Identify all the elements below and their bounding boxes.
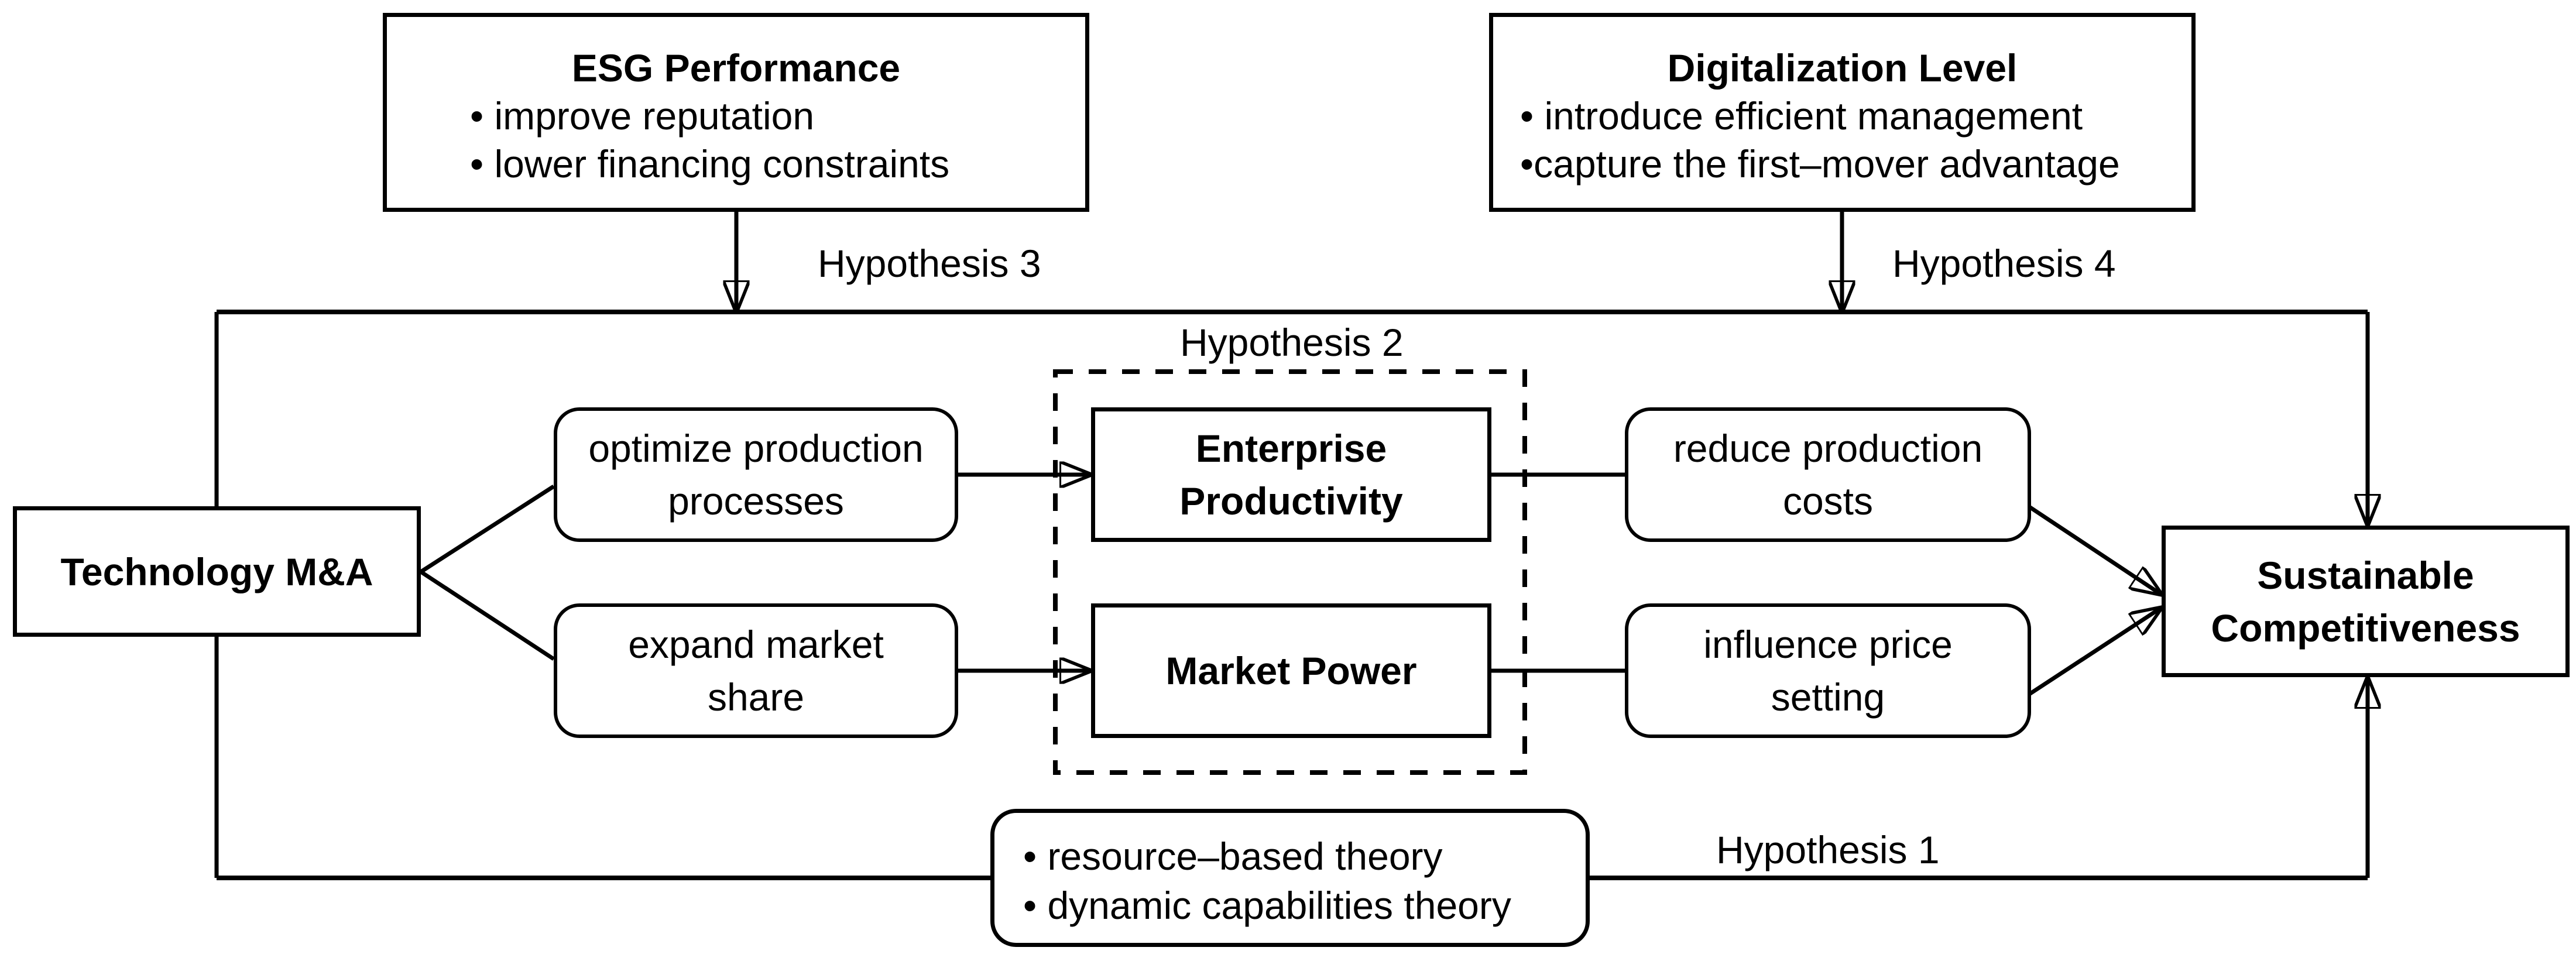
arrow-influence-to-sc bbox=[2025, 608, 2162, 698]
sustainable-competitiveness-line1: Sustainable bbox=[2257, 553, 2474, 597]
esg-performance-title: ESG Performance bbox=[571, 46, 901, 90]
reduce-costs-box: reduce production costs bbox=[1625, 407, 2031, 542]
digitalization-level-box: Digitalization Level • introduce efficie… bbox=[1489, 13, 2196, 212]
reduce-costs-line2: costs bbox=[1782, 479, 1874, 523]
digitalization-bullet-item: • introduce efficient management bbox=[1520, 94, 2083, 138]
expand-market-line2: share bbox=[707, 675, 805, 719]
hypothesis2-dashed-box bbox=[1053, 369, 1527, 775]
expand-market-box: expand market share bbox=[554, 603, 958, 738]
influence-price-line1: influence price bbox=[1703, 623, 1953, 666]
enterprise-productivity-line2: Productivity bbox=[1179, 479, 1403, 523]
technology-ma-label: Technology M&A bbox=[60, 550, 373, 593]
hypothesis3-label: Hypothesis 3 bbox=[818, 242, 1041, 285]
esg-bullet-item: • improve reputation bbox=[470, 94, 815, 138]
market-power-box: Market Power bbox=[1091, 603, 1491, 738]
hypothesis1-label: Hypothesis 1 bbox=[1716, 828, 1940, 871]
market-power-label: Market Power bbox=[1165, 649, 1417, 692]
sustainable-competitiveness-line2: Competitiveness bbox=[2211, 606, 2520, 650]
optimize-production-box: optimize production processes bbox=[554, 407, 958, 542]
hypothesis4-label: Hypothesis 4 bbox=[1892, 242, 2116, 285]
enterprise-productivity-line1: Enterprise bbox=[1195, 427, 1387, 470]
digitalization-bullet-item: •capture the first–mover advantage bbox=[1520, 142, 2120, 186]
line-tech-to-expand bbox=[420, 570, 555, 661]
digitalization-level-title: Digitalization Level bbox=[1667, 46, 2018, 90]
esg-performance-box: ESG Performance • improve reputation • l… bbox=[383, 13, 1089, 212]
enterprise-productivity-box: Enterprise Productivity bbox=[1091, 407, 1491, 542]
esg-bullet-item: • lower financing constraints bbox=[470, 142, 950, 186]
sustainable-competitiveness-box: Sustainable Competitiveness bbox=[2162, 526, 2570, 677]
theories-box: • resource–based theory • dynamic capabi… bbox=[990, 809, 1590, 947]
line-tech-to-optimize bbox=[420, 485, 555, 574]
optimize-production-line2: processes bbox=[668, 479, 844, 523]
arrow-reduce-to-sc bbox=[2025, 503, 2162, 595]
expand-market-line1: expand market bbox=[628, 623, 884, 666]
influence-price-line2: setting bbox=[1771, 675, 1885, 719]
technology-ma-box: Technology M&A bbox=[13, 506, 421, 637]
influence-price-box: influence price setting bbox=[1625, 603, 2031, 738]
optimize-production-line1: optimize production bbox=[588, 427, 924, 470]
theory-bullet-item: • dynamic capabilities theory bbox=[1023, 884, 1511, 927]
hypothesis2-label: Hypothesis 2 bbox=[1180, 321, 1404, 364]
theory-bullet-item: • resource–based theory bbox=[1023, 835, 1443, 878]
reduce-costs-line1: reduce production bbox=[1673, 427, 1983, 470]
